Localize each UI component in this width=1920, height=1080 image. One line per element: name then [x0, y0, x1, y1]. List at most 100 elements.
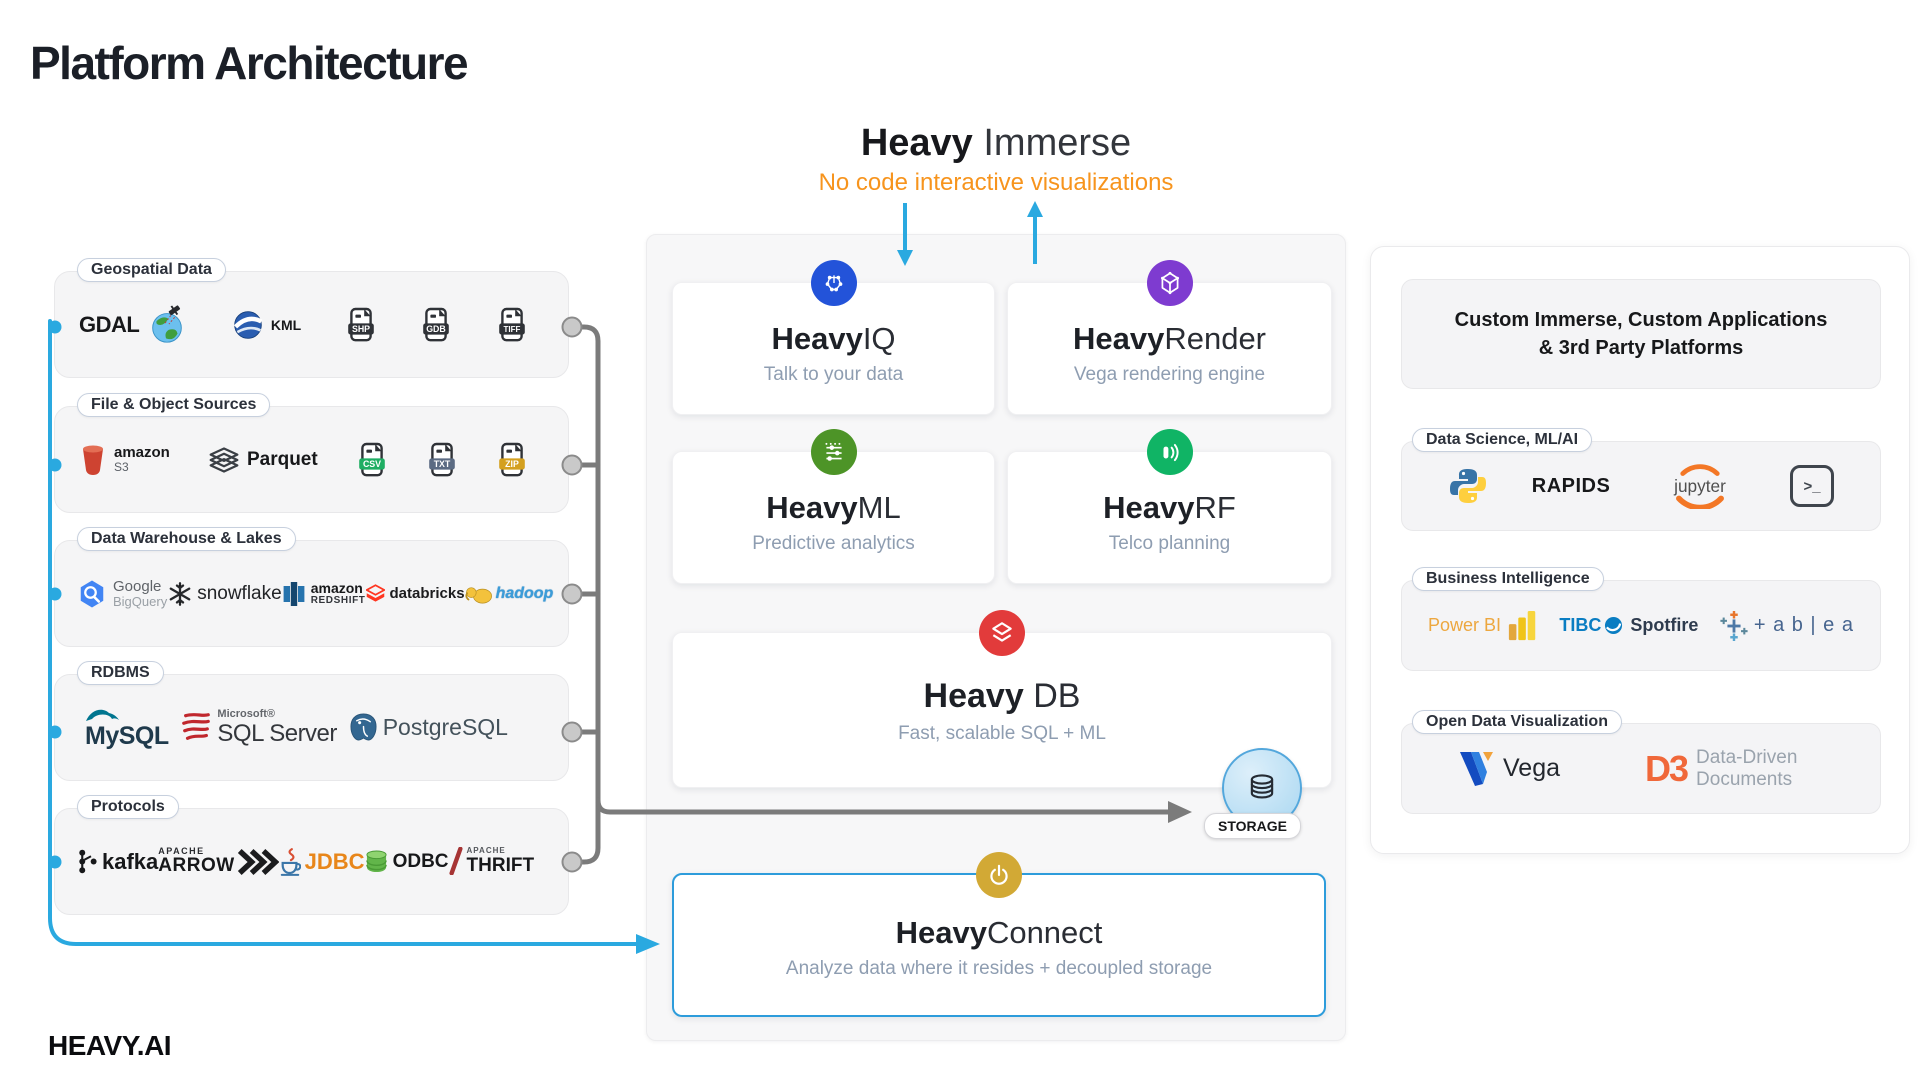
- jdbc-logo: JDBC: [279, 847, 365, 876]
- parquet-wordmark: Parquet: [246, 448, 318, 470]
- heavyrf-title-rest: RF: [1194, 490, 1236, 525]
- arrow-chevrons-icon: [237, 848, 279, 875]
- heavyrender-title-rest: Render: [1164, 321, 1267, 356]
- group-open-data-viz: Open Data Visualization Vega D3 Data-Dri…: [1401, 710, 1881, 814]
- svg-text:jupyter: jupyter: [1673, 476, 1726, 496]
- group-rdbms-row: MySQL Microsoft® SQL Server: [55, 675, 568, 780]
- heavyml-icon: [810, 429, 857, 475]
- redshift-wordmark: REDSHIFT: [310, 594, 366, 606]
- amazon-redshift-wordmark: amazon: [310, 579, 363, 596]
- svg-text:TXT: TXT: [434, 459, 451, 469]
- immerse-title-rest: Immerse: [972, 122, 1132, 164]
- tibco-wordmark: TIBC: [1559, 615, 1602, 635]
- heavyconnect-icon: [976, 852, 1022, 898]
- heavyiq-icon: [810, 260, 857, 306]
- heavyrf-title-bold: Heavy: [1103, 490, 1195, 525]
- snowflake-logo: snowflake: [167, 581, 282, 607]
- hadoop-wordmark: hadoop: [495, 584, 554, 602]
- group-protocols-row: kafka APACHE ARROW JDBC: [55, 809, 568, 914]
- kafka-logo: kafka: [77, 848, 158, 875]
- heavydb-icon: [979, 610, 1025, 656]
- amazon-wordmark: amazon: [114, 444, 170, 462]
- gdb-file-icon: GDB: [423, 307, 450, 341]
- group-open-data-viz-row: Vega D3 Data-Driven Documents: [1402, 724, 1880, 813]
- antenna-signal-icon: [1163, 443, 1179, 462]
- mysql-wordmark: MySQL: [85, 722, 169, 751]
- integrations-panel: Custom Immerse, Custom Applications & 3r…: [1370, 246, 1910, 854]
- bigquery-logo: Google BigQuery: [77, 579, 167, 609]
- sql-server-logo: Microsoft® SQL Server: [181, 709, 337, 746]
- parquet-logo: Parquet: [208, 446, 318, 474]
- heavyml-card: HeavyML Predictive analytics: [672, 429, 995, 584]
- group-label-file-object: File & Object Sources: [77, 393, 271, 417]
- heavyiq-card: HeavyIQ Talk to your data: [672, 260, 995, 415]
- heavyrf-icon: [1146, 429, 1193, 475]
- platform-panel: HeavyIQ Talk to your data Heavy Render Ve…: [646, 234, 1346, 1041]
- svg-text:ZIP: ZIP: [505, 459, 519, 469]
- group-label-geospatial: Geospatial Data: [77, 258, 226, 282]
- group-data-science: Data Science, ML/AI RAPIDS jupyter >_: [1401, 428, 1881, 531]
- tibco-spotfire-logo: TIBC Spotfire: [1559, 615, 1698, 636]
- power-icon: [990, 864, 1008, 885]
- databricks-icon: [365, 583, 385, 602]
- thrift-wordmark: THRIFT: [466, 854, 535, 876]
- bigquery-icon: [80, 580, 104, 607]
- vega-v-icon: [1460, 751, 1493, 786]
- txt-file-icon: TXT: [429, 442, 455, 476]
- group-data-warehouse-lakes: Data Warehouse & Lakes Google BigQuery: [54, 527, 569, 647]
- heavyrender-icon: [1146, 260, 1193, 306]
- s3-wordmark: S3: [114, 460, 129, 475]
- group-label-open-data-viz: Open Data Visualization: [1412, 710, 1622, 734]
- databricks-logo: databricks: [365, 583, 465, 605]
- tableau-wordmark: + a b | e a: [1753, 614, 1854, 636]
- gdb-file-logo: GDB: [420, 306, 452, 344]
- shp-file-logo: SHP: [345, 306, 377, 344]
- tableau-logo: + a b | e a: [1719, 610, 1854, 642]
- immerse-subtitle: No code interactive visualizations: [818, 169, 1174, 196]
- immerse-title-bold: Heavy: [860, 122, 973, 164]
- heavyrender-subtitle: Vega rendering engine: [1073, 364, 1266, 385]
- powerbi-logo: Power BI: [1428, 609, 1539, 643]
- heavyml-subtitle: Predictive analytics: [752, 533, 915, 554]
- tibco-o-icon: [1605, 616, 1623, 635]
- csv-file-icon: CSV: [358, 442, 385, 476]
- vega-wordmark: Vega: [1503, 754, 1561, 782]
- google-earth-icon: [233, 310, 263, 339]
- bigquery-wordmark: BigQuery: [113, 593, 168, 609]
- parquet-icon: [209, 446, 239, 473]
- immerse-header: Heavy Immerse No code interactive visual…: [646, 122, 1346, 197]
- kafka-icon: [79, 849, 97, 874]
- group-label-business-intelligence: Business Intelligence: [1412, 567, 1604, 591]
- brain-icon: [825, 275, 842, 292]
- group-business-intelligence: Business Intelligence Power BI TIBC: [1401, 567, 1881, 671]
- snowflake-icon: [169, 581, 191, 606]
- page-title: Platform Architecture: [30, 37, 469, 89]
- thrift-feather-icon: [448, 847, 463, 876]
- svg-text:SHP: SHP: [352, 324, 370, 334]
- apache-arrow-logo: APACHE ARROW: [158, 846, 279, 877]
- heavydb-title-rest: DB: [1023, 677, 1081, 715]
- sql-server-wordmark: SQL Server: [217, 719, 337, 747]
- storage-label: STORAGE: [1204, 813, 1301, 839]
- heavyrf-subtitle: Telco planning: [1108, 533, 1231, 554]
- tiff-file-icon: TIFF: [499, 307, 525, 341]
- arrow-wordmark: ARROW: [158, 855, 235, 877]
- heavydb-title: Heavy DB: [673, 677, 1331, 716]
- heavydb-subtitle: Fast, scalable SQL + ML: [898, 723, 1106, 744]
- java-cup-icon: [280, 847, 301, 876]
- postgresql-elephant-icon: [350, 713, 377, 741]
- hadoop-elephant-icon: [465, 586, 492, 603]
- cube-icon: [1160, 271, 1179, 295]
- hadoop-logo: hadoop: [465, 583, 554, 605]
- jupyter-logo: jupyter: [1673, 464, 1726, 509]
- kml-logo: KML: [232, 309, 301, 341]
- tableau-plus-icon: [1720, 610, 1748, 641]
- group-label-data-warehouse: Data Warehouse & Lakes: [77, 527, 296, 551]
- zip-file-icon: ZIP: [499, 442, 525, 476]
- microsoft-wordmark: Microsoft®: [217, 708, 276, 721]
- terminal-icon: >_: [1790, 465, 1835, 507]
- apache-thrift-logo: APACHE THRIFT: [448, 846, 535, 876]
- odbc-logo: ODBC: [365, 849, 449, 874]
- group-geospatial-row: GDAL KML: [55, 272, 568, 377]
